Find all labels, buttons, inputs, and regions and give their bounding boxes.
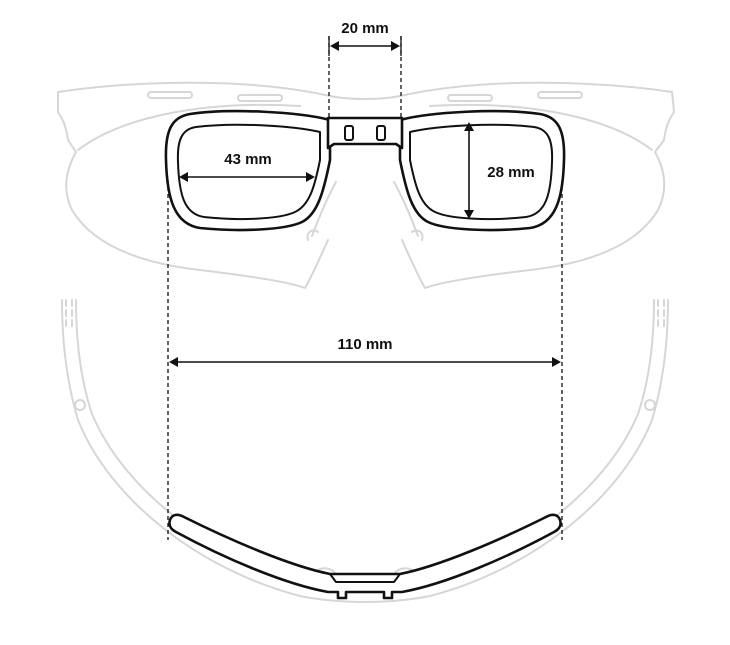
- lens-height-dimension: 28 mm: [464, 122, 535, 219]
- left-lens-outer: [164, 109, 332, 232]
- total-width-label: 110 mm: [337, 336, 392, 353]
- ghost-vent-left-2: [237, 94, 283, 102]
- ghost-sunglasses-front: [57, 81, 675, 289]
- rx-insert-front: [164, 109, 566, 232]
- ghost-brow-inner: [77, 103, 653, 151]
- lens-width-dimension: 43 mm: [179, 151, 315, 182]
- lens-width-arrow-right: [306, 172, 315, 182]
- lens-height-arrow-top: [464, 122, 474, 131]
- ghost-temple-right: [657, 299, 665, 331]
- bridge: [326, 116, 404, 150]
- total-width-dimension: 110 mm: [167, 180, 563, 540]
- ghost-nose-pads: [306, 181, 424, 241]
- ghost-right-lens: [401, 151, 666, 289]
- insert-top-bridge: [329, 573, 401, 583]
- lens-width-label: 43 mm: [224, 151, 272, 168]
- ghost-hinge-left: [74, 399, 86, 411]
- ghost-top-outer-arc: [61, 299, 669, 603]
- right-lens-inner: [409, 123, 554, 221]
- lens-height-label: 28 mm: [487, 164, 535, 181]
- bridge-arrow-left: [330, 41, 339, 51]
- ghost-brow-bar: [57, 81, 675, 153]
- bridge-clip-right: [376, 125, 386, 141]
- right-lens-outer: [398, 109, 566, 232]
- left-lens-inner: [176, 123, 321, 221]
- lens-width-arrow-left: [179, 172, 188, 182]
- bridge-clip-left: [344, 125, 354, 141]
- total-width-arrow-left: [169, 357, 178, 367]
- ghost-vent-right-2: [537, 91, 583, 99]
- bridge-arrow-right: [391, 41, 400, 51]
- ghost-vent-left-1: [147, 91, 193, 99]
- rx-insert-top: [168, 513, 562, 600]
- ghost-vent-right-1: [447, 94, 493, 102]
- total-width-arrow-right: [552, 357, 561, 367]
- ghost-left-lens: [65, 151, 329, 289]
- ghost-temple-left: [65, 299, 73, 331]
- lens-height-arrow-bottom: [464, 210, 474, 219]
- bridge-width-dimension: 20 mm: [328, 20, 402, 118]
- bridge-width-label: 20 mm: [341, 20, 389, 37]
- insert-top-arc: [168, 513, 562, 600]
- ghost-hinge-right: [644, 399, 656, 411]
